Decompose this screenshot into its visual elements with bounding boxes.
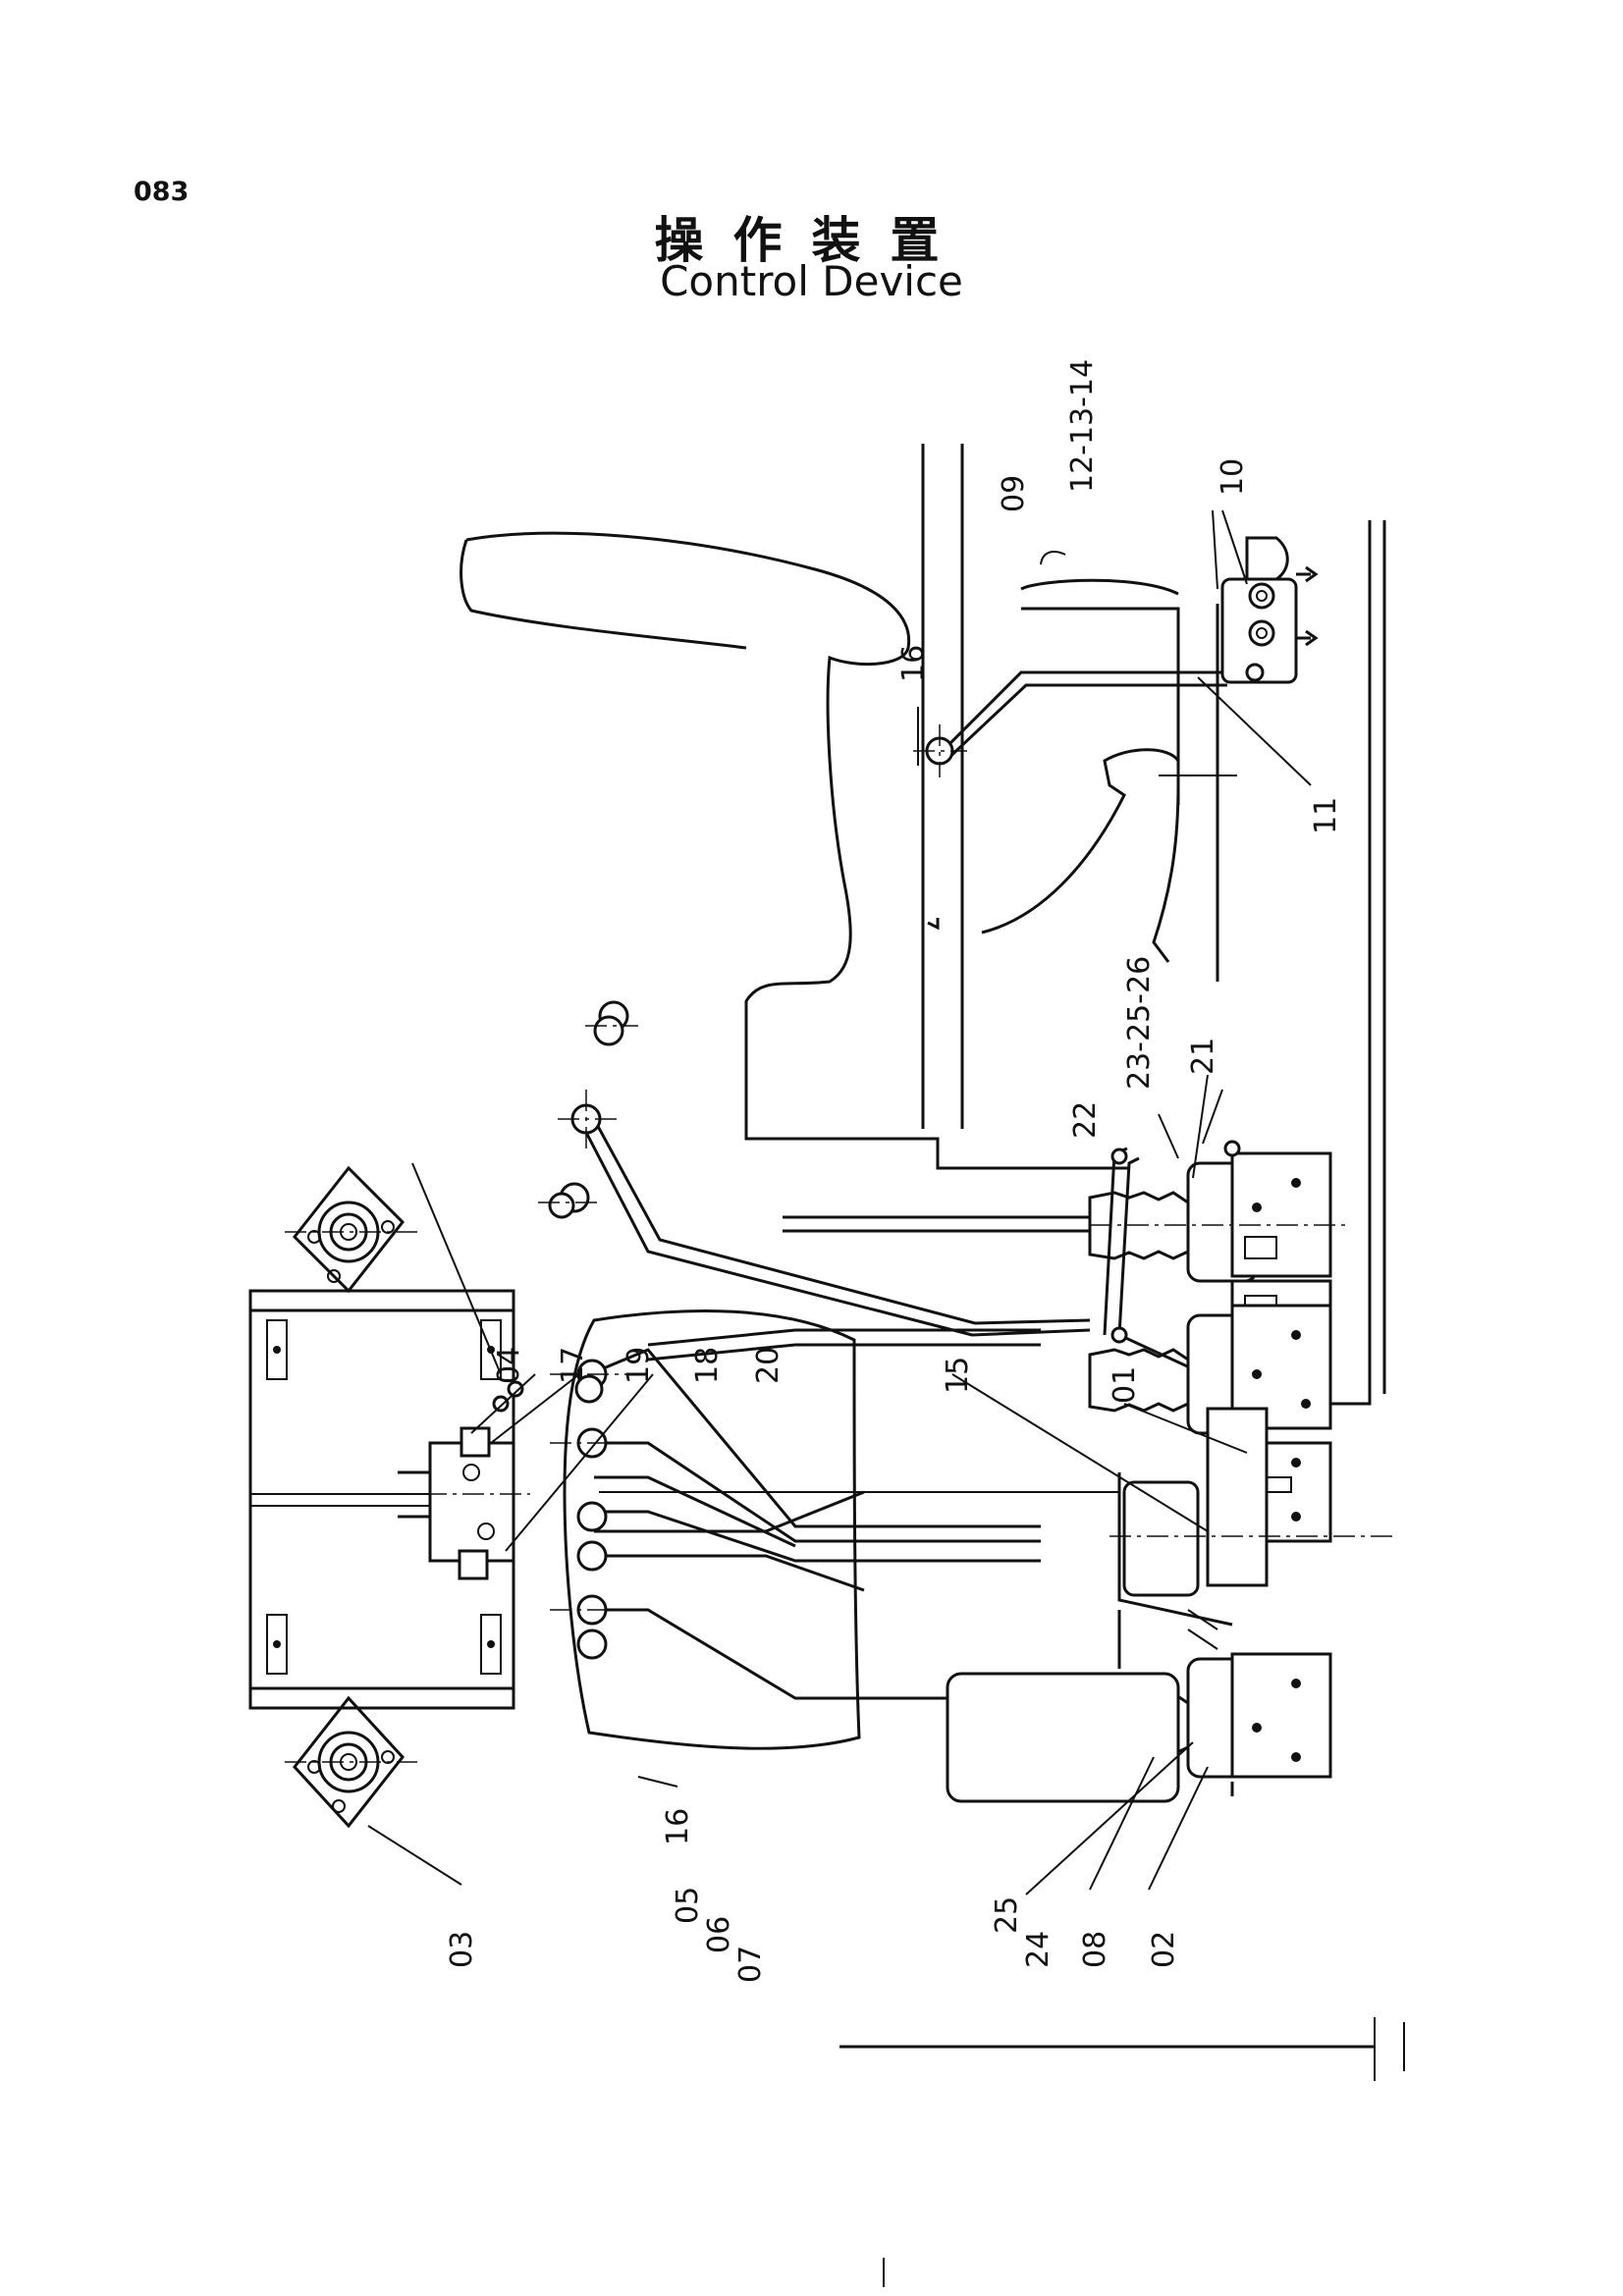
callout-11: 11 <box>1309 797 1343 834</box>
lever-rods <box>550 1328 1041 1700</box>
callout-03: 03 <box>445 1931 479 1968</box>
callout-10: 10 <box>1216 458 1250 496</box>
seat-top-view <box>563 1308 1119 1750</box>
left-plate <box>248 1289 530 1710</box>
callout-23-25-26: 23-25-26 <box>1122 956 1157 1090</box>
callout-17: 17 <box>556 1347 590 1384</box>
callout-25: 25 <box>990 1896 1024 1934</box>
callout-05: 05 <box>671 1887 705 1924</box>
page-number: 083 <box>134 177 189 207</box>
callout-22: 22 <box>1068 1101 1103 1139</box>
callout-06: 06 <box>702 1916 736 1953</box>
pilot-valve-top <box>1220 536 1319 684</box>
callout-07: 07 <box>733 1946 768 1983</box>
callout-09: 09 <box>997 475 1031 512</box>
leader-lines <box>367 509 1312 1896</box>
right-lever-valves <box>538 1000 1345 1396</box>
callout-24: 24 <box>1021 1931 1055 1968</box>
callout-15: 15 <box>941 1357 975 1394</box>
callout-16-bottom: 16 <box>661 1808 695 1845</box>
callout-04: 04 <box>492 1347 526 1384</box>
title-japanese: 操作装置 <box>654 212 969 269</box>
callout-02: 02 <box>1147 1931 1181 1968</box>
pedestal-03 <box>285 1695 417 1829</box>
callout-19: 19 <box>622 1347 656 1384</box>
callout-20: 20 <box>751 1347 785 1384</box>
callout-01: 01 <box>1108 1366 1142 1404</box>
callout-18: 18 <box>690 1347 725 1384</box>
title-english: Control Device <box>660 257 963 305</box>
callout-labels: 04 17 19 18 20 15 01 22 23-25-26 21 16 0… <box>445 359 1343 1983</box>
callout-16-top: 16 <box>896 645 931 682</box>
pedestal-04 <box>285 1165 417 1294</box>
callout-12-13-14: 12-13-14 <box>1065 359 1100 493</box>
lower-right-valves <box>946 1304 1394 1803</box>
seat-side-view <box>460 531 1237 1170</box>
callout-21: 21 <box>1186 1038 1220 1075</box>
callout-08: 08 <box>1078 1931 1112 1968</box>
